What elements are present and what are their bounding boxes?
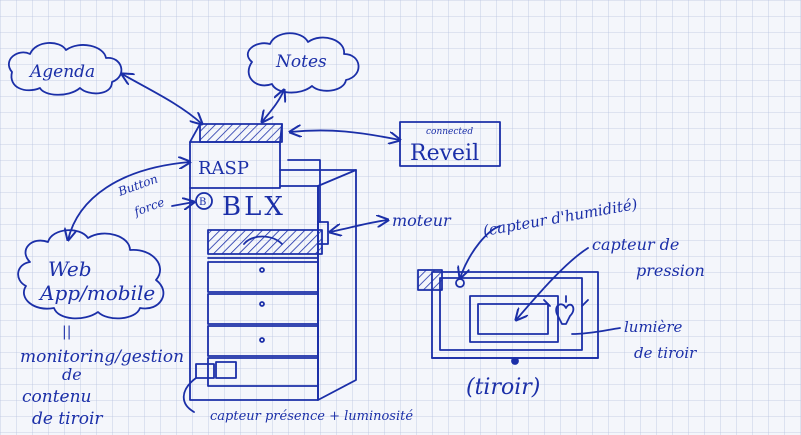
drawer-handle bbox=[243, 235, 283, 245]
label-capteur-presence: capteur présence + luminosité bbox=[210, 409, 413, 424]
drawer-2 bbox=[207, 261, 319, 293]
drawer-4 bbox=[207, 325, 319, 357]
cabinet-side bbox=[317, 169, 357, 401]
presence-sensor bbox=[195, 363, 215, 379]
label-reveil: Reveil bbox=[410, 141, 479, 166]
label-web-app: App/mobile bbox=[38, 281, 155, 305]
label-button-symbol: B bbox=[199, 197, 206, 208]
label-notes: Notes bbox=[275, 52, 327, 72]
arrow-rasp-reveil bbox=[290, 130, 400, 140]
label-rasp: RASP bbox=[198, 158, 249, 179]
arrow-agenda-rasp bbox=[122, 74, 202, 124]
tiroir-motor bbox=[417, 269, 443, 291]
label-de-tiroir: de tiroir bbox=[32, 409, 103, 429]
drawer-5 bbox=[207, 357, 319, 387]
arrow-notes-rasp bbox=[262, 90, 284, 122]
bulb-icon bbox=[555, 303, 575, 325]
label-moteur: moteur bbox=[392, 211, 452, 230]
label-capteur-pression-1: capteur de bbox=[592, 235, 679, 254]
label-lumiere-1: lumière bbox=[624, 318, 683, 336]
label-lumiere-2: de tiroir bbox=[634, 344, 697, 362]
label-capteur-pression-2: pression bbox=[636, 261, 705, 280]
drawer-3 bbox=[207, 293, 319, 325]
agenda-cloud bbox=[8, 42, 123, 96]
label-equals: || bbox=[62, 324, 71, 340]
drawer-open bbox=[207, 229, 323, 255]
label-web: Web bbox=[48, 257, 92, 281]
notes-cloud bbox=[246, 32, 360, 94]
arrow-rasp-web bbox=[68, 162, 190, 240]
label-blx: BLX bbox=[222, 192, 286, 222]
rasp-hatched-top bbox=[199, 123, 283, 143]
label-monitoring-de: de bbox=[62, 365, 82, 384]
label-reveil-connected: connected bbox=[426, 127, 473, 137]
label-tiroir: (tiroir) bbox=[466, 375, 540, 400]
label-monitoring: monitoring/gestion bbox=[20, 347, 184, 367]
label-agenda: Agenda bbox=[28, 62, 95, 82]
pressure-sensor bbox=[469, 295, 559, 343]
label-contenu: contenu bbox=[22, 387, 92, 407]
